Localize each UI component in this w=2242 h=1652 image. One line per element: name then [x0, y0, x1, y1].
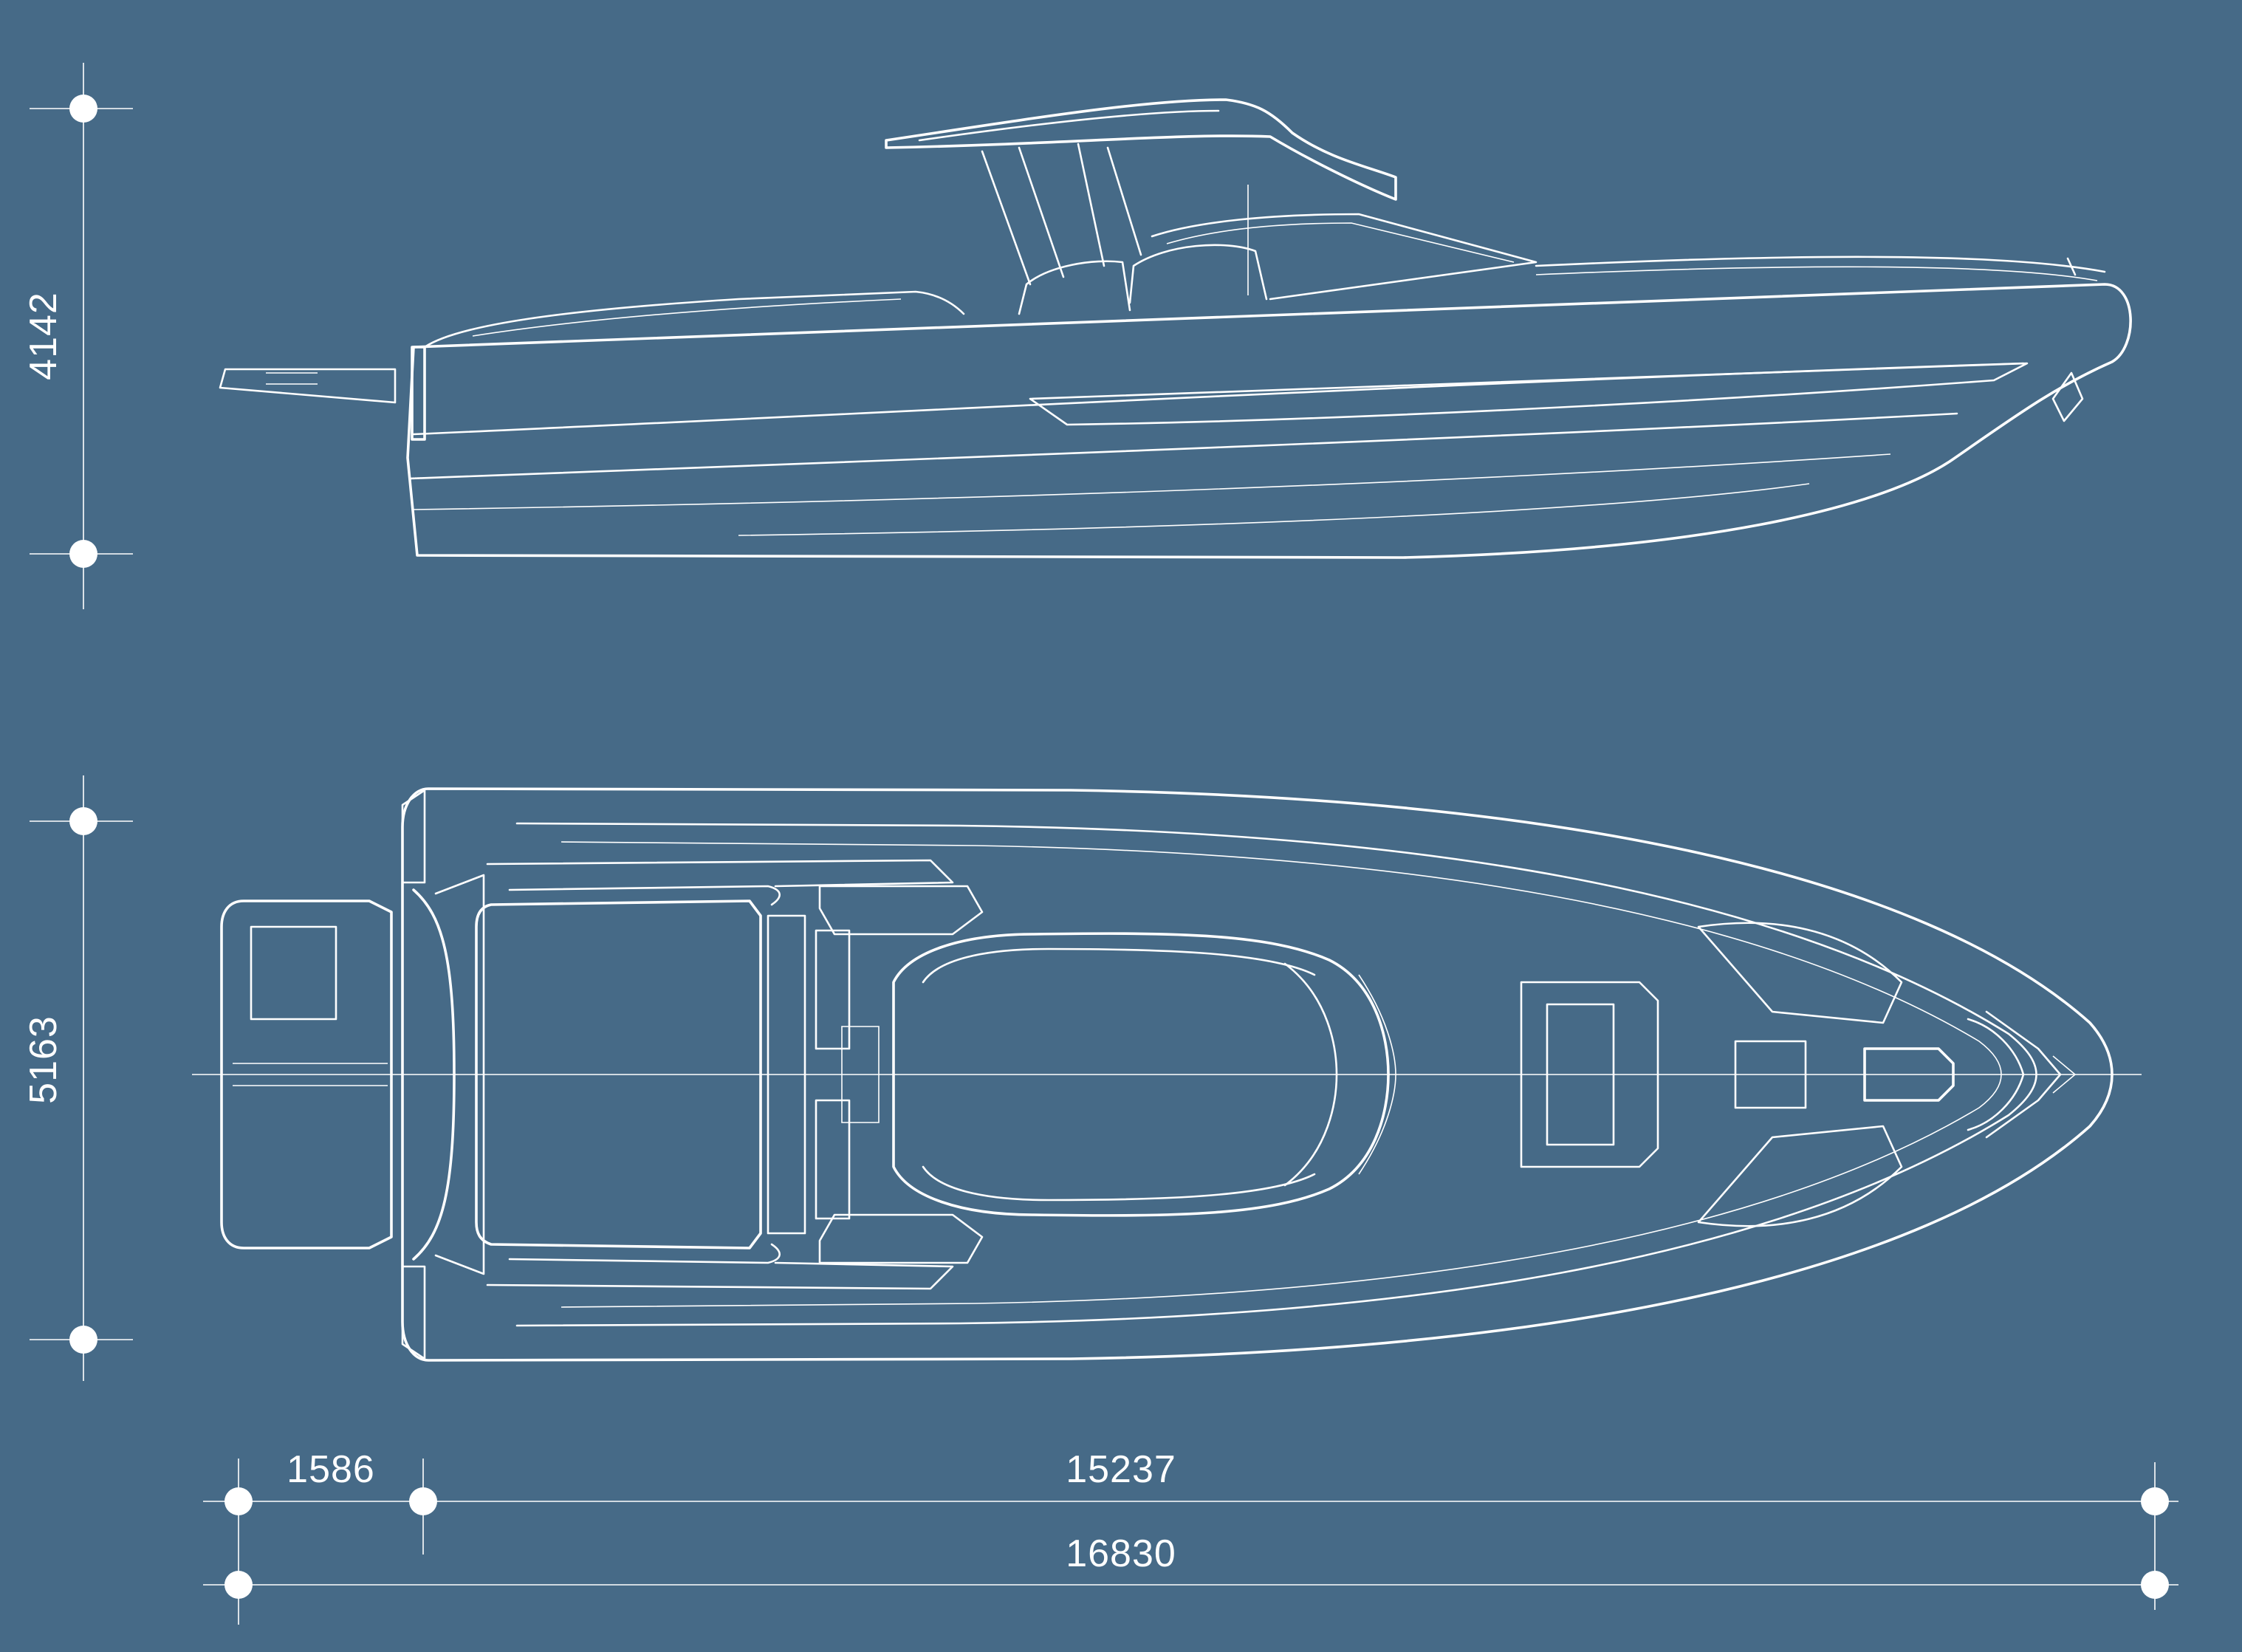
height-label: 4142: [22, 292, 65, 380]
hull-end-marker: [2141, 1487, 2169, 1515]
hull-start-marker: [409, 1487, 437, 1515]
overall-end-marker: [2141, 1571, 2169, 1599]
aft-sunpad: [475, 899, 762, 1250]
swim-platform-plan: [220, 899, 393, 1250]
beam-label: 5163: [22, 1015, 65, 1104]
side-view: [219, 98, 2132, 559]
overall-start-marker: [224, 1571, 253, 1599]
height-bottom-marker: [69, 540, 97, 568]
bow-pad-lower: [1697, 1125, 1903, 1227]
bow-pad-upper: [1697, 922, 1903, 1024]
beam-top-marker: [69, 807, 97, 835]
top-view: [192, 787, 2142, 1362]
hull-profile: [406, 283, 2132, 559]
height-top-marker: [69, 95, 97, 123]
length-dimensions: 1586 15237 16830: [203, 1448, 2178, 1625]
overall-length-label: 16830: [1066, 1532, 1176, 1575]
hardtop: [885, 98, 1397, 201]
overhang-start-marker: [224, 1487, 253, 1515]
bow-hatch: [1863, 1047, 1955, 1102]
beam-bottom-marker: [69, 1326, 97, 1354]
beam-dimension: 5163: [22, 775, 133, 1381]
overhang-label: 1586: [287, 1448, 375, 1491]
swim-platform: [219, 368, 397, 404]
height-dimension: 4142: [22, 63, 133, 609]
hull-length-label: 15237: [1066, 1448, 1176, 1491]
hull-plan: [401, 787, 2114, 1362]
helm-console: [892, 932, 1390, 1217]
